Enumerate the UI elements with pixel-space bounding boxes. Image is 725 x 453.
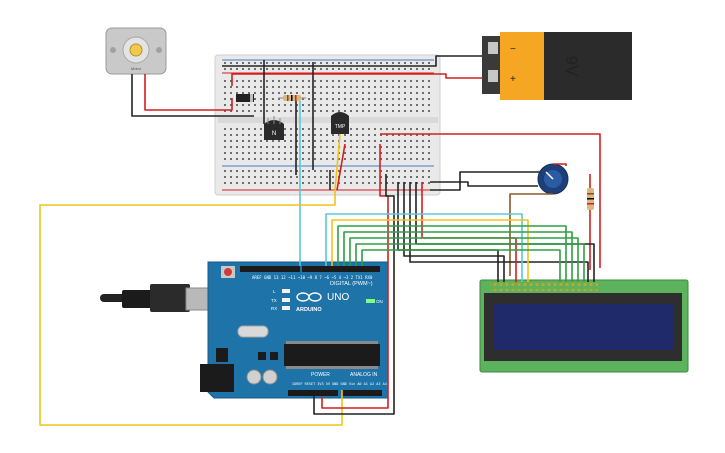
wires (39, 55, 601, 426)
battery-voltage-label: 9V (562, 56, 581, 77)
analog-header-label: ANALOG IN (350, 372, 378, 378)
transistor-label: N (272, 131, 276, 137)
arduino-logo (296, 292, 322, 302)
resistor-breadboard (278, 95, 306, 101)
on-label: ON (376, 299, 383, 304)
arduino-brand-label: ARDUINO (296, 307, 322, 313)
svg-text:IOREF RESET 3V3 5V GND GND Vin: IOREF RESET 3V3 5V GND GND Vin A0 A1 A2 … (292, 382, 393, 386)
diode (236, 94, 254, 102)
resistor-lcd-backlight (587, 188, 594, 210)
arduino-uno[interactable]: DIGITAL (PWM~) AREF GND 13 12 ~11 ~10 ~9… (100, 261, 393, 399)
atmega-chip (284, 344, 380, 366)
potentiometer[interactable] (537, 163, 569, 195)
digital-header-label: DIGITAL (PWM~) (330, 281, 373, 287)
battery-minus-label: − (510, 44, 516, 55)
lcd-16x2[interactable] (479, 279, 689, 373)
npn-transistor: N (264, 116, 284, 140)
arduino-model-label: UNO (327, 292, 349, 303)
lcd-screen (494, 304, 674, 350)
svg-text:AREF GND 13 12 ~11 ~10 ~9 8 7: AREF GND 13 12 ~11 ~10 ~9 8 7 ~6 ~5 4 ~3… (252, 275, 373, 280)
dc-motor[interactable]: Motor (105, 27, 167, 75)
power-header-label: POWER (311, 372, 330, 378)
battery-plus-label: + (510, 74, 516, 85)
breadboard (214, 54, 441, 196)
temperature-sensor: TMP (331, 112, 349, 134)
on-led (366, 299, 375, 303)
motor-label: Motor (131, 66, 142, 71)
led-tx-label: TX (271, 298, 277, 303)
battery-9v[interactable]: − + 9V (482, 32, 632, 100)
led-l-label: L (273, 289, 276, 294)
led-rx-label: RX (271, 306, 277, 311)
temp-sensor-label: TMP (335, 124, 346, 130)
